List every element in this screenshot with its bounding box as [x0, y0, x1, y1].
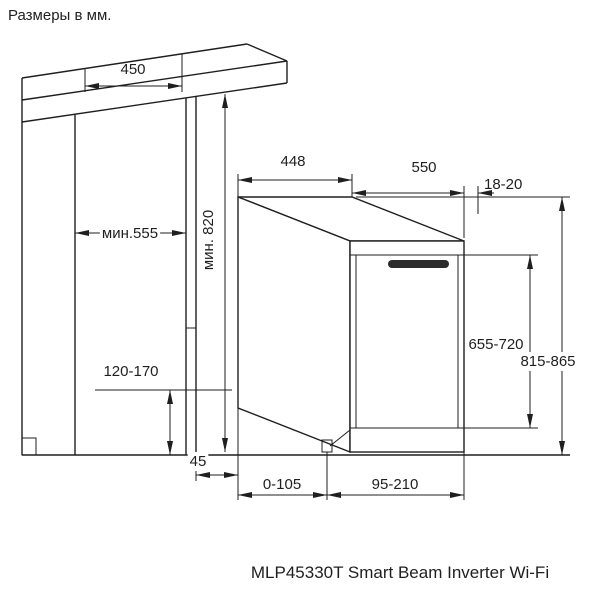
cabinet-niche-drawing: [21, 78, 570, 456]
dim-plinth-height: 120-170: [95, 363, 232, 455]
dim-niche-width: мин.555: [75, 224, 186, 243]
dim-foot-range: 95-210: [327, 452, 465, 500]
countertop-drawing: [21, 43, 288, 123]
dim-overall-height-label: 815-865: [520, 353, 575, 370]
dim-plinth-recess-label: 0-105: [263, 476, 301, 493]
units-label: Размеры в мм.: [8, 7, 111, 24]
dim-appliance-width-label: 448: [280, 153, 305, 170]
dim-door-height-label: 655-720: [468, 336, 523, 353]
dim-counter-depth: 450: [84, 54, 183, 92]
plinth-diagonal-line: [329, 429, 351, 447]
dim-overall-height: 815-865: [356, 196, 578, 455]
dim-plinth-height-label: 120-170: [103, 363, 158, 380]
dim-niche-height: мин. 820: [200, 94, 228, 452]
dim-door-height: 655-720: [464, 254, 538, 429]
dim-appliance-width: 448: [237, 153, 353, 197]
dim-appliance-depth: 550: [352, 159, 465, 238]
label-halo: [518, 352, 578, 371]
label-halo: [99, 224, 161, 243]
model-label: MLP45330T Smart Beam Inverter Wi-Fi: [251, 563, 549, 582]
dishwasher-drawing: [237, 195, 465, 454]
counter-bottom-front-edge: [21, 82, 288, 123]
dim-appliance-depth-label: 550: [411, 159, 436, 176]
dim-foot-range-label: 95-210: [372, 476, 419, 493]
dishwasher-side-face: [237, 195, 351, 454]
dim-rear-clearance: 45: [187, 408, 239, 500]
dishwasher-front-face: [349, 240, 465, 453]
dim-counter-depth-label: 450: [120, 61, 145, 78]
label-halo: [187, 452, 209, 471]
counter-top-front-edge: [21, 60, 288, 101]
dim-niche-height-label: мин. 820: [200, 210, 217, 270]
door-handle: [388, 260, 449, 268]
counter-end-edge: [246, 43, 288, 62]
dim-front-gap: 18-20: [477, 176, 522, 214]
dim-niche-width-label: мин.555: [102, 225, 158, 242]
wall-skirting: [21, 437, 37, 456]
dim-front-gap-label: 18-20: [484, 176, 522, 193]
dim-plinth-recess: 0-105: [238, 452, 328, 500]
dim-rear-clearance-label: 45: [190, 453, 207, 470]
counter-top-back-edge: [21, 43, 248, 79]
